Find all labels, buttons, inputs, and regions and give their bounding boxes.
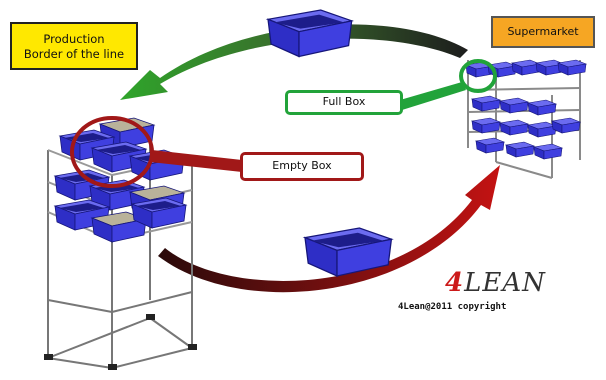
production-label-line2: Border of the line	[23, 47, 125, 61]
production-label: Production Border of the line	[10, 22, 138, 70]
empty-box-label: Empty Box	[240, 152, 364, 181]
full-box-connector	[400, 82, 466, 110]
full-box-highlight	[459, 59, 497, 93]
empty-box-connector	[150, 150, 242, 172]
full-box-label: Full Box	[285, 90, 403, 115]
production-rack-feet	[44, 314, 197, 370]
production-label-line1: Production	[43, 32, 105, 46]
copyright-text: 4Lean@2011 copyright	[398, 302, 507, 312]
supermarket-label: Supermarket	[491, 16, 595, 48]
logo-word: LEAN	[464, 268, 546, 298]
red-flow-arrow	[158, 165, 500, 293]
4lean-logo: 4LEAN	[445, 268, 546, 298]
returning-empty-bin	[267, 9, 353, 58]
logo-four: 4	[445, 268, 465, 298]
